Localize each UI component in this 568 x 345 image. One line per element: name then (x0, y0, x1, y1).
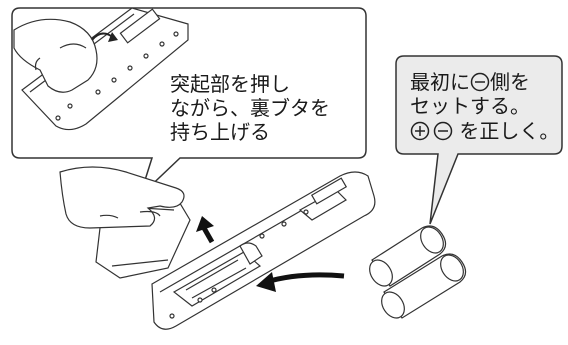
remote-closeup (13, 7, 189, 131)
hand-with-cover (59, 166, 191, 279)
instruction-line-1: 突起部を押し (170, 72, 290, 96)
batteries (369, 225, 467, 319)
instruction-line-3: 持ち上げる (170, 120, 270, 144)
battery-note-line-1: 最初に側を (410, 72, 530, 92)
battery-note-correct: を正しく。 (459, 119, 560, 143)
arrow-icon (256, 272, 345, 292)
callout-right (395, 55, 563, 225)
remote-main (151, 171, 376, 330)
minus-circle-icon (433, 121, 453, 141)
arrow-icon (196, 216, 215, 244)
battery-note-line-3: を正しく。 (410, 121, 559, 141)
battery-note-line-2: セットする。 (410, 94, 530, 118)
plus-circle-icon (410, 121, 430, 141)
battery-note-first: 最初に (410, 70, 470, 94)
battery-note-side: 側を (490, 70, 530, 94)
minus-circle-icon (470, 72, 490, 92)
instruction-line-2: ながら、裏ブタを (170, 96, 330, 120)
